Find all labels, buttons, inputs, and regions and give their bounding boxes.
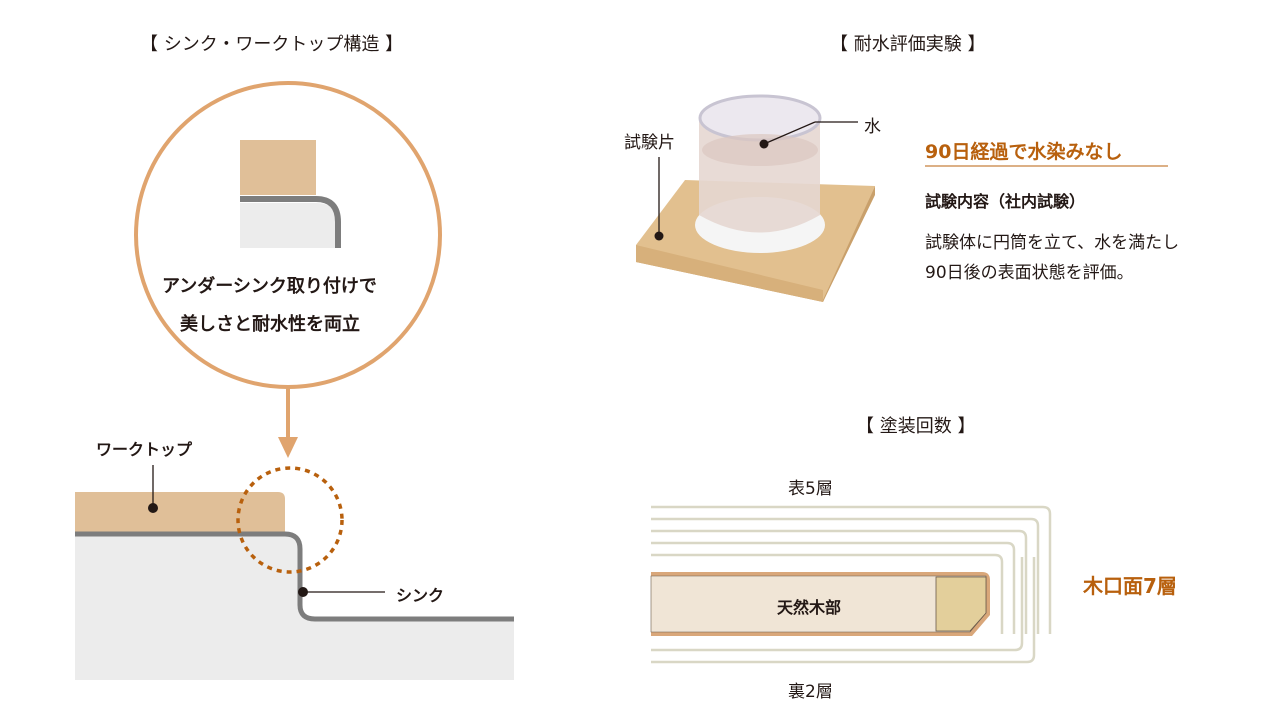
water-test-title: 【 耐水評価実験 】: [830, 34, 986, 55]
coating-diagram: [651, 505, 1052, 664]
test-description-line1: 試験体に円筒を立て、水を満たし: [925, 233, 1180, 253]
coating-title: 【 塗装回数 】: [856, 416, 976, 437]
water-label: 水: [864, 117, 881, 137]
natural-wood-label: 天然木部: [777, 598, 842, 617]
test-description-line2: 90日後の表面状態を評価。: [925, 263, 1134, 283]
top-layers-label: 表5層: [788, 479, 833, 499]
result-headline: 90日経過で水染みなし: [925, 141, 1123, 163]
circle-caption-line1: アンダーシンク取り付けで: [162, 276, 377, 297]
specimen-label: 試験片: [624, 133, 675, 153]
magnifier-circle: [134, 81, 442, 389]
arrow-down-icon: [278, 388, 298, 458]
water-test-photo: [636, 94, 875, 302]
structure-title: 【 シンク・ワークトップ構造 】: [140, 34, 404, 55]
sink-cross-section: [75, 465, 514, 680]
sink-label: シンク: [396, 586, 445, 605]
wood-board: [650, 572, 990, 636]
worktop-label: ワークトップ: [96, 440, 193, 459]
bottom-layers-label: 裏2層: [788, 682, 833, 702]
edge-layers-label: 木口面7層: [1083, 574, 1177, 598]
circle-caption-line2: 美しさと耐水性を両立: [180, 314, 360, 335]
test-content-title: 試験内容（社内試験）: [925, 192, 1086, 211]
